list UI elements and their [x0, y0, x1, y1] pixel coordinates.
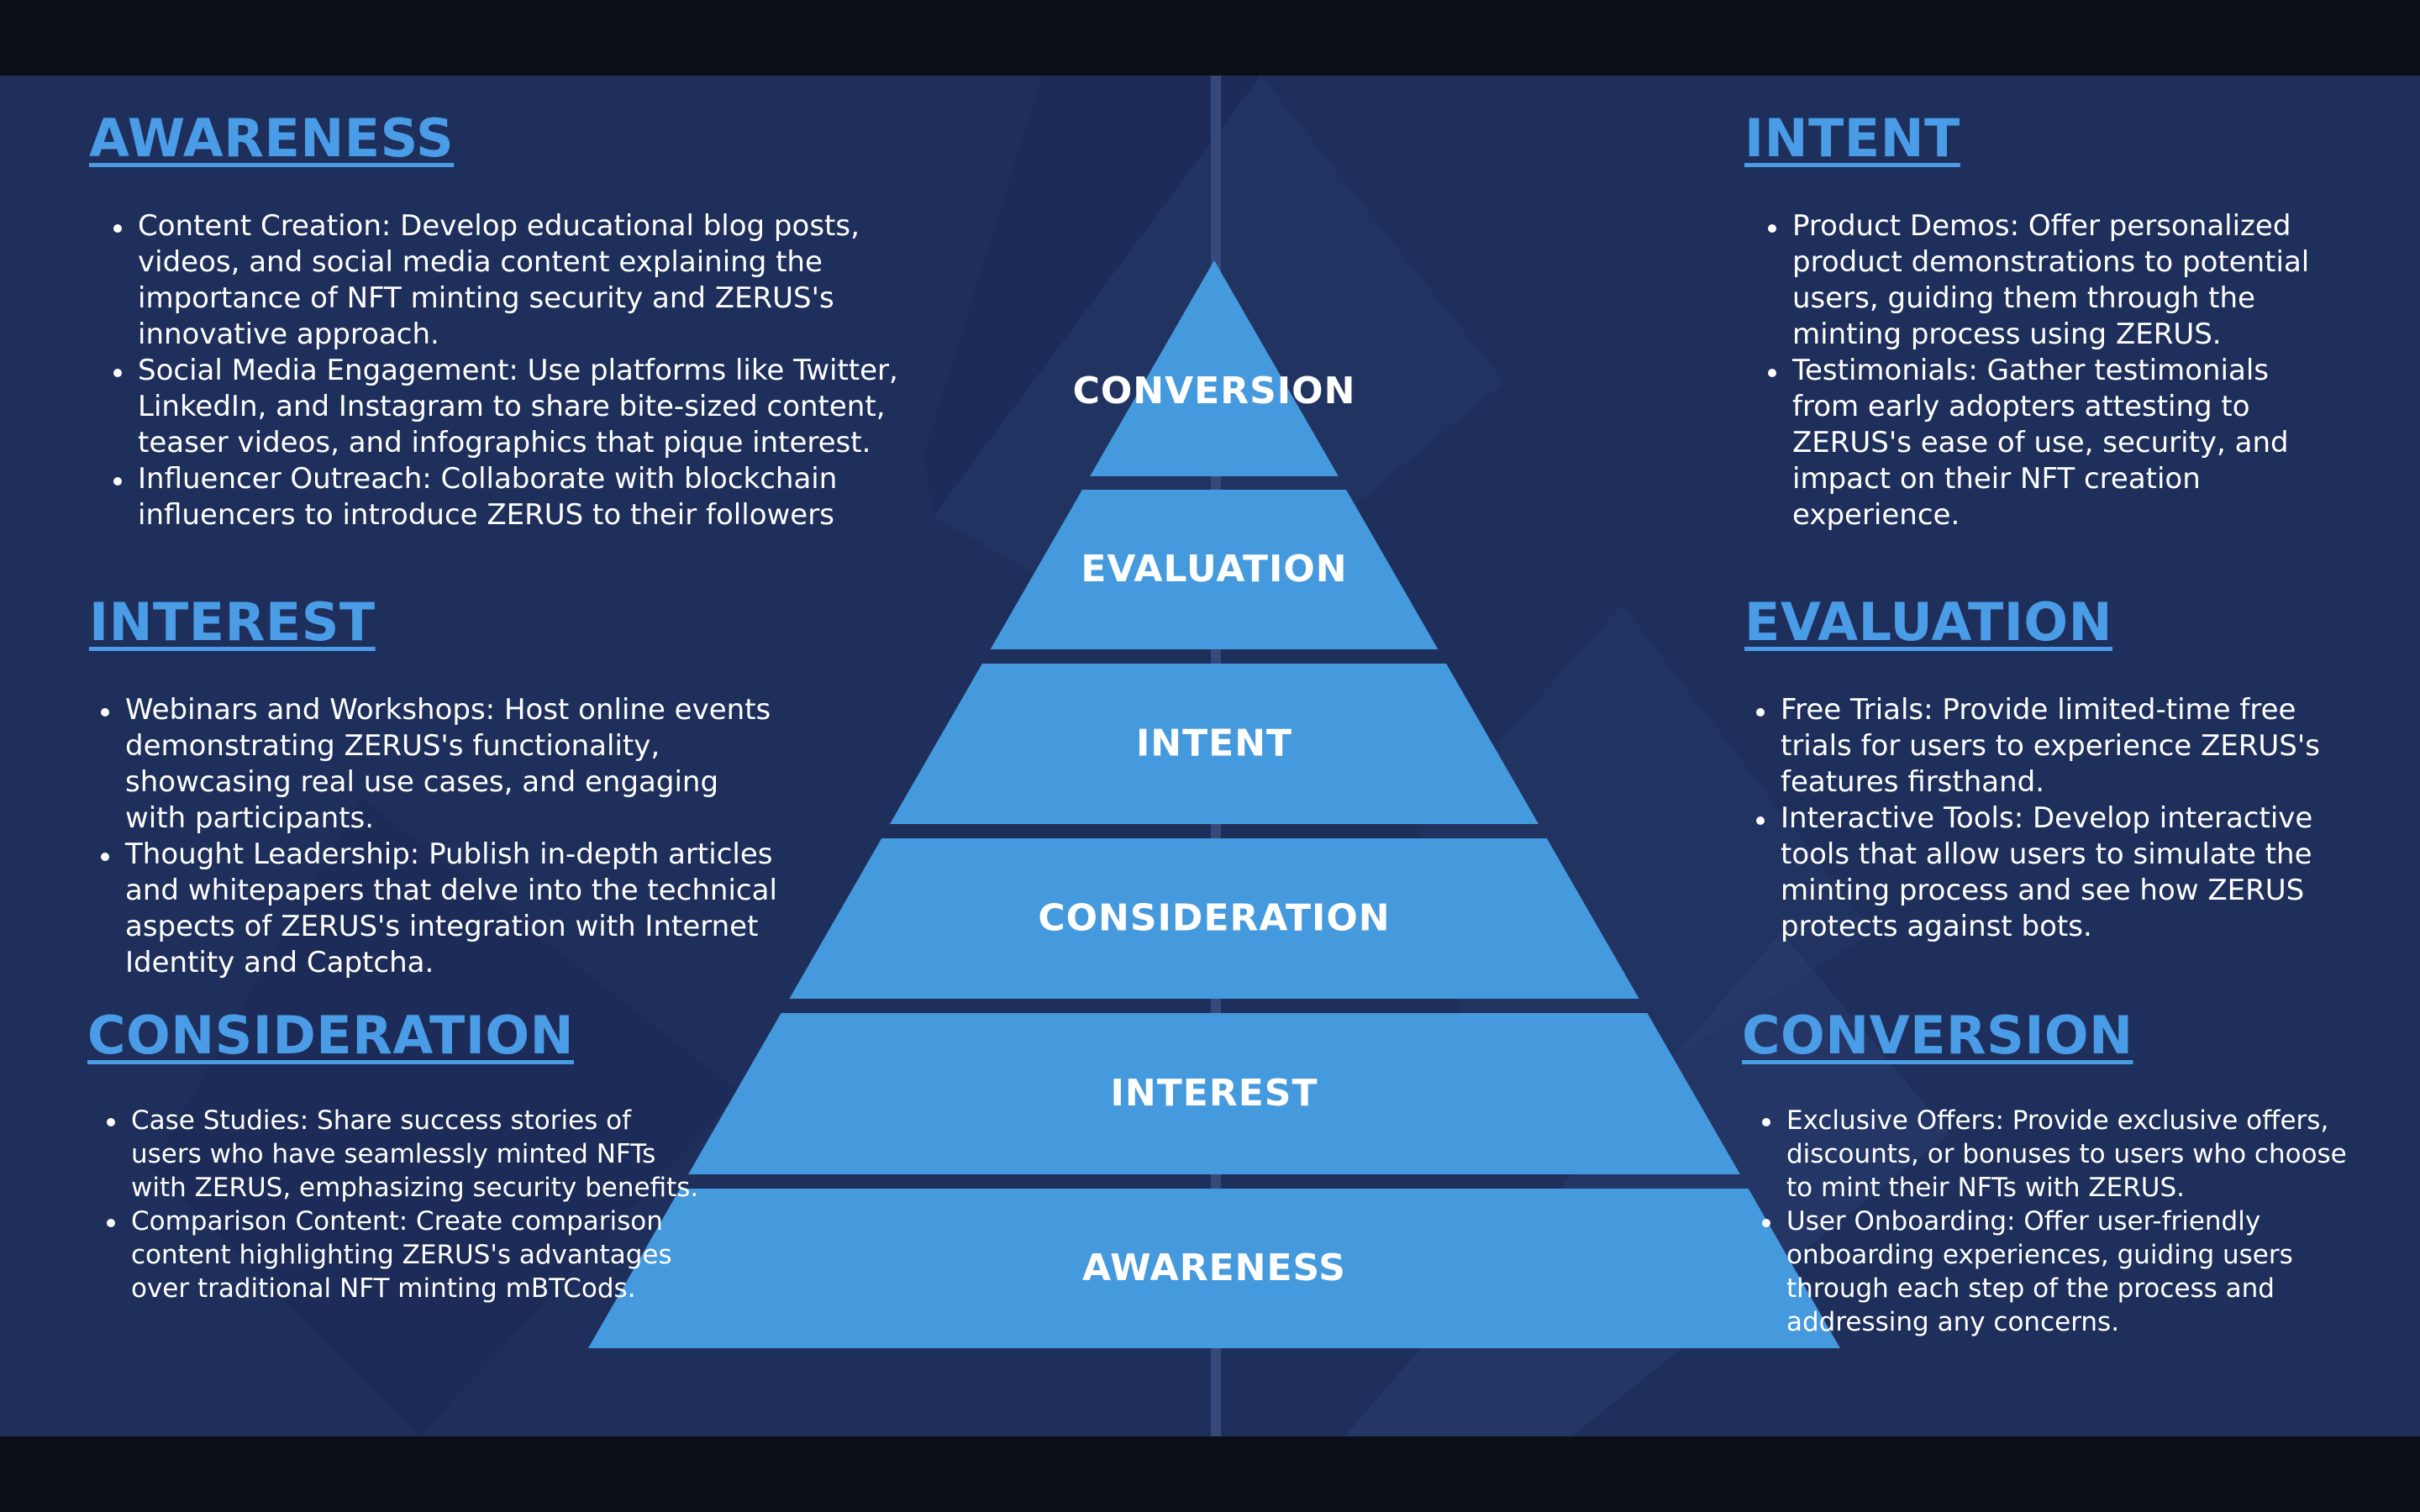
conversion-heading: CONVERSION: [1742, 1005, 2133, 1066]
list-item: Webinars and Workshops: Host online even…: [101, 692, 862, 837]
funnel-pyramid: CONVERSION EVALUATION INTENT CONSIDERATION I…: [588, 260, 1840, 1348]
list-item: Testimonials: Gather testimonials from e…: [1768, 353, 2383, 533]
list-item: Influencer Outreach: Collaborate with bl…: [113, 461, 929, 533]
interest-heading: INTEREST: [89, 591, 376, 653]
list-item: Interactive Tools: Develop interactive t…: [1756, 801, 2400, 945]
pyramid-label-consideration: CONSIDERATION: [1038, 897, 1390, 940]
pyramid-level-interest: [688, 1013, 1740, 1174]
funnel-slide: CONVERSION EVALUATION INTENT CONSIDERATION I…: [0, 76, 2420, 1436]
list-item: Comparison Content: Create comparison co…: [107, 1205, 810, 1305]
intent-section: INTENT Product Demos: Offer personalized…: [1744, 113, 2383, 533]
pyramid-label-intent: INTENT: [1136, 722, 1292, 765]
evaluation-section: EVALUATION Free Trials: Provide limited-…: [1744, 596, 2400, 945]
list-item: Thought Leadership: Publish in-depth art…: [101, 837, 862, 981]
conversion-list: Exclusive Offers: Provide exclusive offe…: [1762, 1104, 2414, 1339]
evaluation-list: Free Trials: Provide limited-time free t…: [1756, 692, 2400, 945]
list-item: Exclusive Offers: Provide exclusive offe…: [1762, 1104, 2414, 1205]
pyramid-label-evaluation: EVALUATION: [1081, 548, 1347, 591]
pyramid-level-consideration: [789, 838, 1639, 999]
evaluation-heading: EVALUATION: [1744, 591, 2112, 653]
awareness-heading: AWARENESS: [89, 108, 455, 169]
list-item: Content Creation: Develop educational bl…: [113, 208, 929, 353]
conversion-section: CONVERSION Exclusive Offers: Provide exc…: [1742, 1010, 2414, 1339]
pyramid-label-awareness: AWARENESS: [1082, 1247, 1346, 1289]
list-item: Free Trials: Provide limited-time free t…: [1756, 692, 2400, 801]
intent-heading: INTENT: [1744, 108, 1960, 169]
interest-section: INTEREST Webinars and Workshops: Host on…: [89, 596, 862, 981]
intent-list: Product Demos: Offer personalized produc…: [1768, 208, 2383, 533]
pyramid-level-intent: [889, 664, 1539, 824]
awareness-section: AWARENESS Content Creation: Develop educ…: [89, 113, 929, 533]
pyramid-label-conversion: CONVERSION: [1073, 370, 1356, 412]
consideration-section: CONSIDERATION Case Studies: Share succes…: [87, 1010, 810, 1305]
consideration-list: Case Studies: Share success stories of u…: [107, 1104, 810, 1305]
pyramid-level-awareness: [588, 1189, 1840, 1348]
interest-list: Webinars and Workshops: Host online even…: [101, 692, 862, 981]
list-item: Case Studies: Share success stories of u…: [107, 1104, 810, 1205]
awareness-list: Content Creation: Develop educational bl…: [113, 208, 929, 533]
consideration-heading: CONSIDERATION: [87, 1005, 575, 1066]
pyramid-label-interest: INTEREST: [1111, 1072, 1318, 1115]
list-item: Product Demos: Offer personalized produc…: [1768, 208, 2383, 353]
list-item: User Onboarding: Offer user-friendly onb…: [1762, 1205, 2414, 1339]
pyramid-level-conversion: [1090, 260, 1339, 476]
list-item: Social Media Engagement: Use platforms l…: [113, 353, 929, 461]
pyramid-level-evaluation: [990, 490, 1439, 649]
